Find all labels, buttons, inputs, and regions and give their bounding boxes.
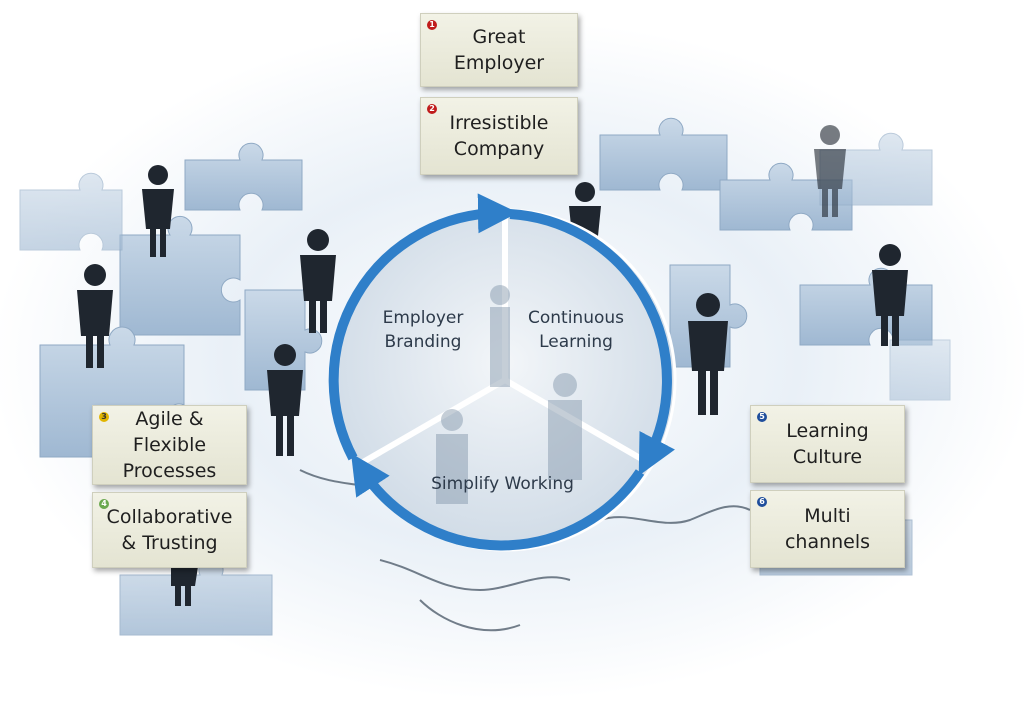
- puzzle-piece: [119, 215, 241, 336]
- box-label: Irresistible Company: [449, 112, 549, 160]
- segment-divider: [356, 377, 507, 468]
- puzzle-outline: [599, 505, 751, 524]
- person-body: [490, 307, 510, 387]
- cycle-arrow-right: [509, 209, 675, 476]
- box-multi-channels: 6 Multi channels: [750, 490, 905, 568]
- puzzle-piece: [244, 289, 323, 391]
- puzzle-outline: [419, 599, 521, 632]
- person-silhouette: [872, 244, 908, 346]
- box-label: Learning Culture: [786, 420, 869, 468]
- person-silhouette: [171, 560, 199, 606]
- people-silhouettes: [77, 125, 908, 606]
- puzzle-piece: [889, 339, 951, 401]
- cycle-arrow-left: [328, 193, 518, 461]
- number-badge: 3: [99, 412, 109, 422]
- puzzle-piece: [599, 117, 728, 191]
- cycle-arrow-bottom: [351, 453, 645, 551]
- box-label: Multi channels: [784, 505, 871, 553]
- box-label: Great Employer: [453, 26, 545, 74]
- person-silhouette: [267, 344, 303, 456]
- box-label: Collaborative & Trusting: [106, 506, 233, 554]
- segment-divider: [503, 377, 654, 468]
- person-silhouette: [814, 125, 846, 217]
- box-learning-culture: 5 Learning Culture: [750, 405, 905, 483]
- segment-employer-branding: Employer Branding: [382, 308, 464, 352]
- box-agile-flexible-processes: 3 Agile & Flexible Processes: [92, 405, 247, 485]
- number-badge: 6: [757, 497, 767, 507]
- person-head: [441, 409, 463, 431]
- disc-figures: [436, 285, 582, 504]
- number-badge: 5: [757, 412, 767, 422]
- cycle-disc: [328, 193, 677, 552]
- box-irresistible-company: 2 Irresistible Company: [420, 97, 578, 175]
- segment-continuous-learning: Continuous Learning: [527, 308, 624, 352]
- puzzle-piece: [184, 142, 303, 211]
- puzzle-outline: [379, 559, 571, 592]
- person-silhouette: [300, 229, 336, 333]
- segment-simplify-working: Simplify Working: [431, 474, 574, 494]
- box-collaborative-trusting: 4 Collaborative & Trusting: [92, 492, 247, 568]
- box-label: Agile & Flexible Processes: [122, 408, 217, 482]
- person-silhouette: [142, 165, 174, 257]
- person-silhouette: [688, 293, 728, 415]
- puzzle-piece: [819, 132, 933, 206]
- puzzle-piece: [719, 162, 853, 231]
- person-silhouette: [77, 264, 113, 368]
- number-badge: 4: [99, 499, 109, 509]
- person-body: [548, 400, 582, 480]
- number-badge: 1: [427, 20, 437, 30]
- person-head: [553, 373, 577, 397]
- puzzle-piece: [799, 267, 933, 346]
- person-body: [436, 434, 468, 504]
- person-head: [490, 285, 510, 305]
- puzzle-piece: [19, 172, 123, 251]
- box-great-employer: 1 Great Employer: [420, 13, 578, 87]
- number-badge: 2: [427, 104, 437, 114]
